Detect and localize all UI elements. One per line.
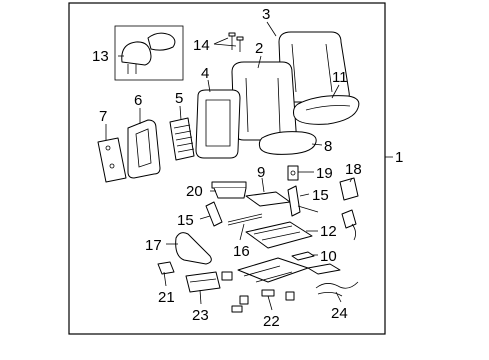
callout-13: 13 <box>92 48 109 65</box>
seat-adjuster-part <box>245 221 313 249</box>
callout-1: 1 <box>395 149 403 166</box>
callout-22: 22 <box>263 313 280 330</box>
callout-4: 4 <box>201 65 209 82</box>
diagram-frame <box>68 2 386 335</box>
cushion-pad-part <box>258 131 317 155</box>
side-panel-part <box>175 232 212 265</box>
callout-12: 12 <box>320 223 337 240</box>
callout-6: 6 <box>134 92 142 109</box>
torsion-rod-part <box>227 213 263 226</box>
callout-20: 20 <box>186 183 203 200</box>
trim-cover-part <box>185 271 221 293</box>
callout-14: 14 <box>193 37 210 54</box>
bracket-part <box>211 181 247 199</box>
seatback-pad-part <box>231 61 297 141</box>
callout-15b: 15 <box>312 187 329 204</box>
side-shield-part <box>339 177 359 201</box>
callout-10: 10 <box>320 248 337 265</box>
callout-8: 8 <box>324 138 332 155</box>
callout-24: 24 <box>331 305 348 322</box>
handle-part <box>157 261 175 275</box>
headrest-part <box>114 25 184 81</box>
callout-5: 5 <box>175 90 183 107</box>
seatback-cover-part <box>278 31 350 103</box>
lumbar-panel-part <box>169 117 195 161</box>
callout-3: 3 <box>262 6 270 23</box>
callout-15a: 15 <box>177 212 194 229</box>
callout-11: 11 <box>332 69 348 86</box>
callout-21: 21 <box>158 289 175 306</box>
seat-pan-part <box>245 191 291 207</box>
recliner-arm-right-part <box>287 185 319 217</box>
callout-17: 17 <box>145 237 162 254</box>
recliner-arm-left-part <box>205 201 223 227</box>
screw-part <box>228 32 244 52</box>
callout-7: 7 <box>99 108 107 125</box>
callout-9: 9 <box>257 164 265 181</box>
callout-16: 16 <box>233 243 250 260</box>
callout-19: 19 <box>316 165 333 182</box>
callout-2: 2 <box>255 40 263 57</box>
clip-part <box>291 251 315 261</box>
back-trim-part <box>127 119 161 179</box>
hinge-part <box>287 165 299 181</box>
cushion-cover-part <box>293 95 360 125</box>
lower-track-part <box>221 257 309 313</box>
callout-23: 23 <box>192 307 209 324</box>
wiring-harness-part <box>307 263 359 297</box>
callout-18: 18 <box>345 161 362 178</box>
switch-part <box>341 209 357 241</box>
leader-lines <box>105 21 393 311</box>
seatback-frame-part <box>195 89 241 159</box>
back-board-part <box>97 137 127 183</box>
